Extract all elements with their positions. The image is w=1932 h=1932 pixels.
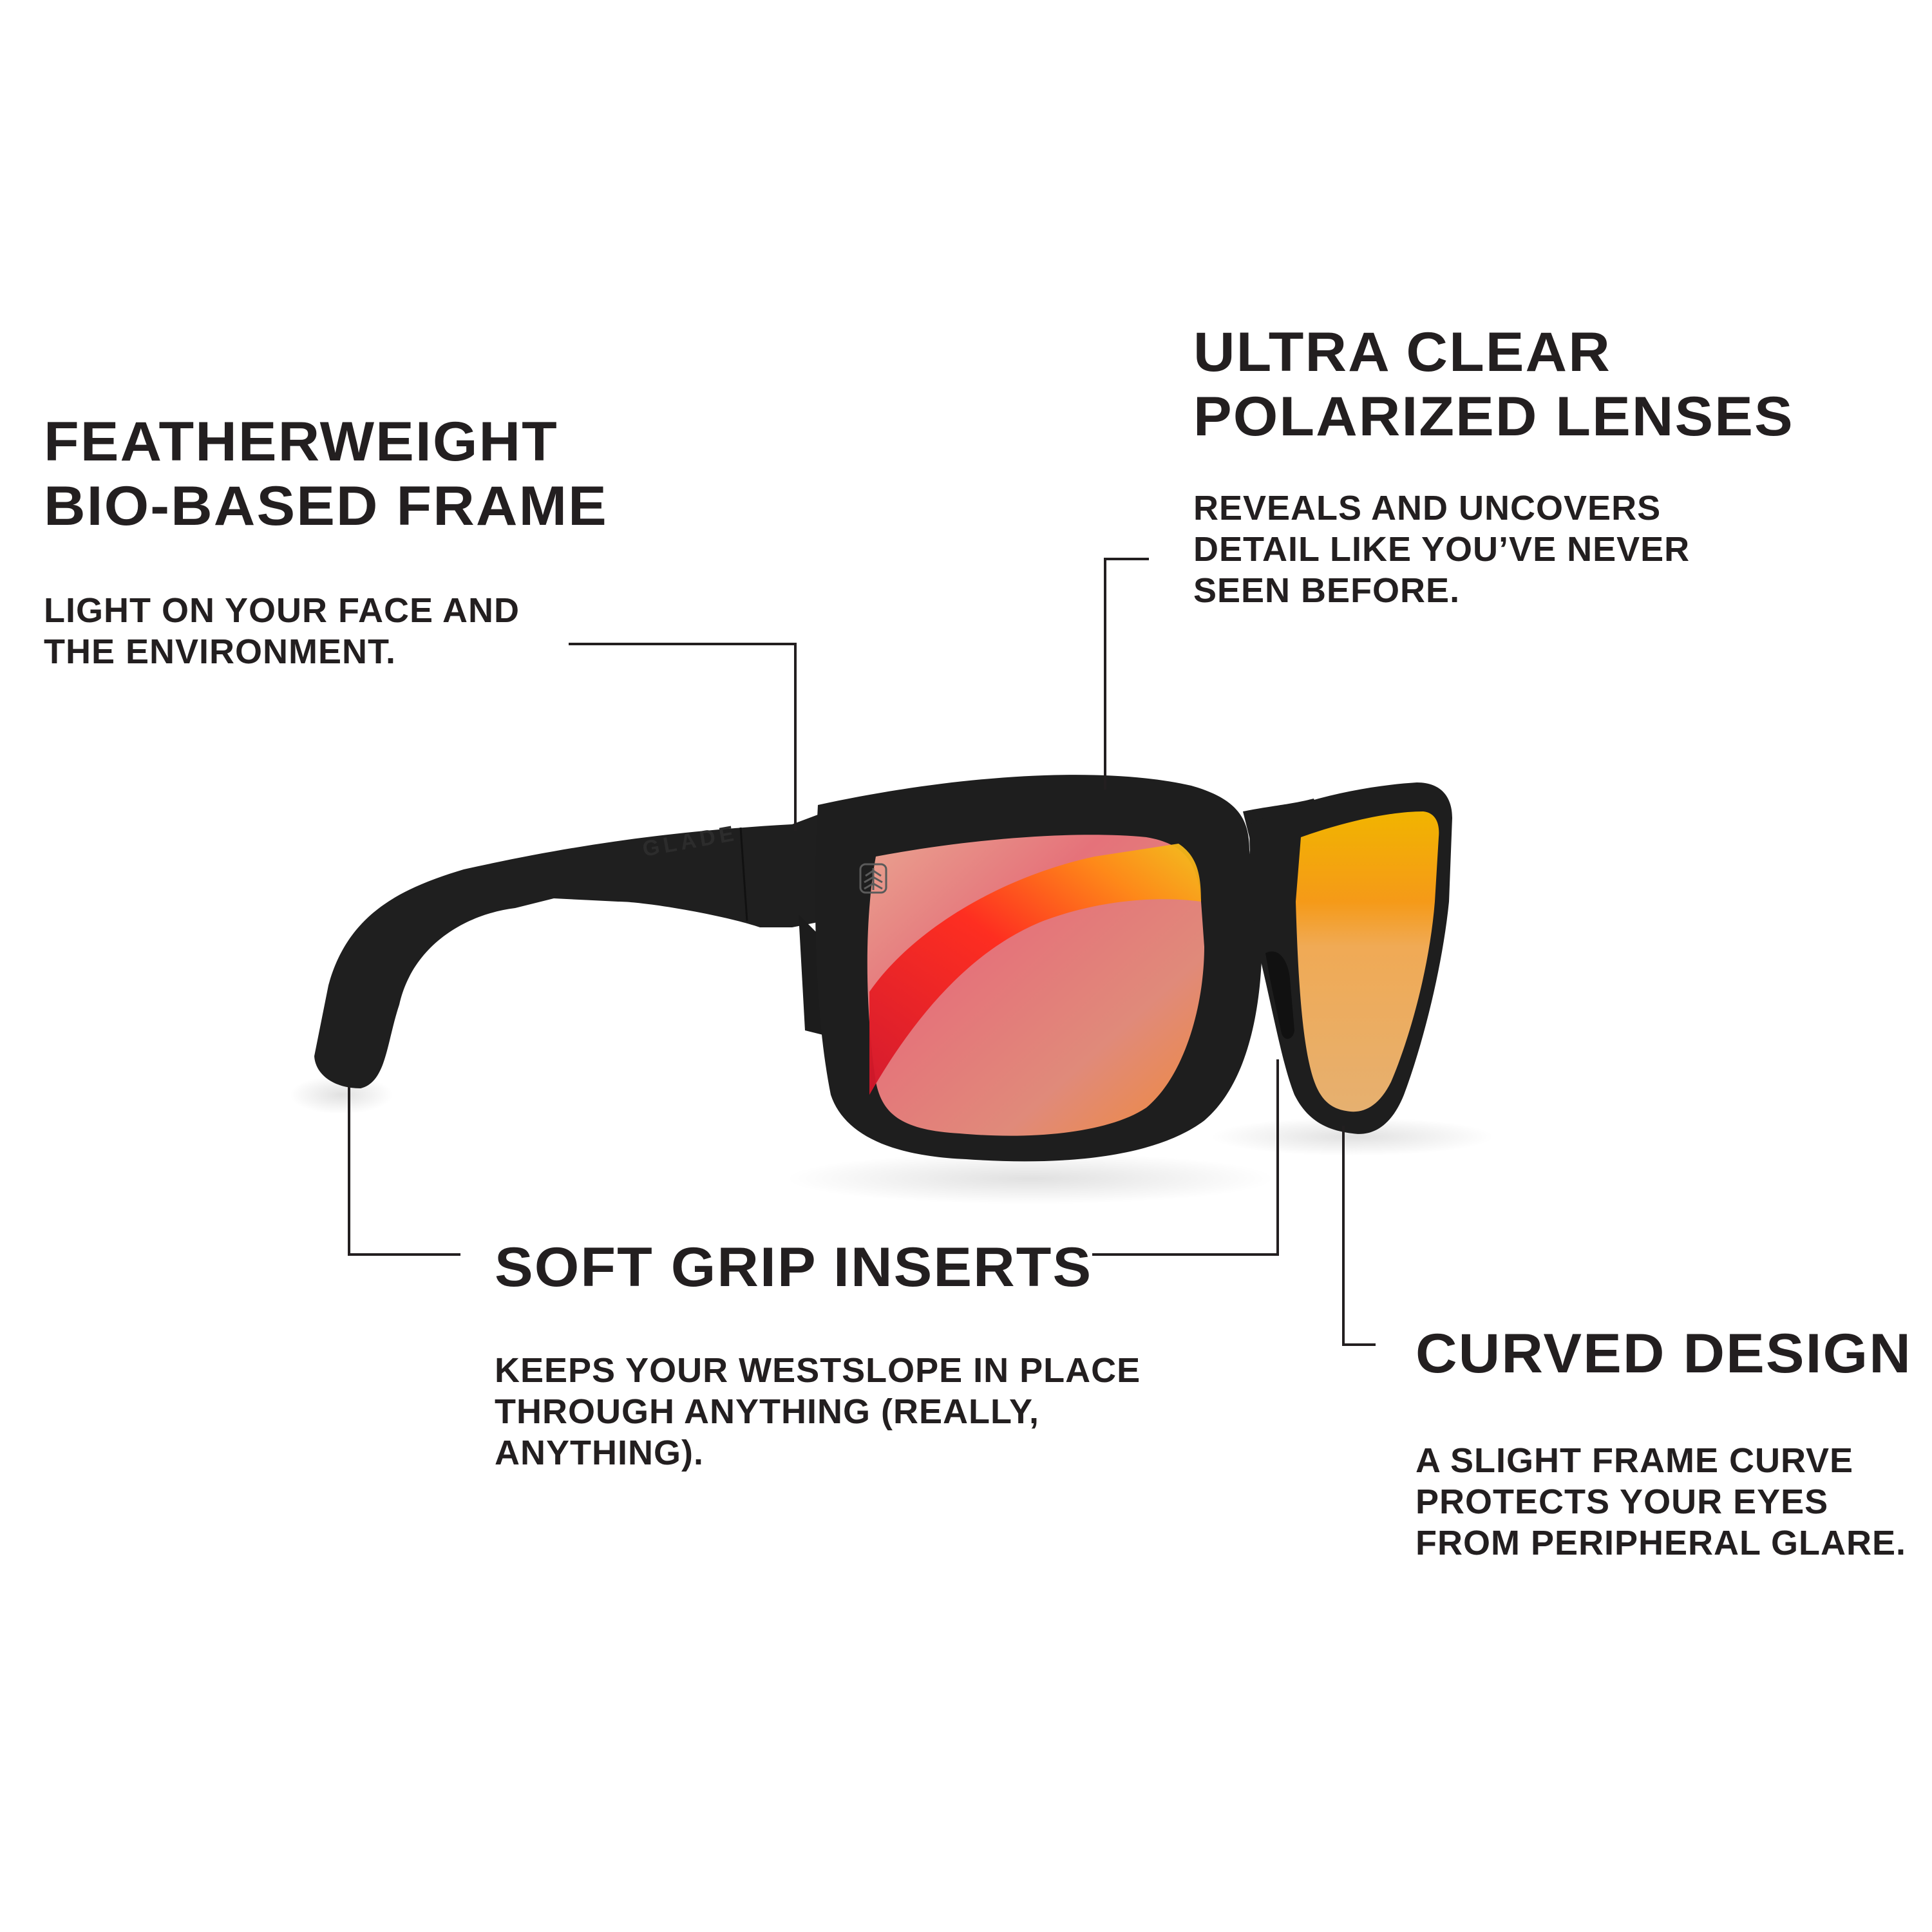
connector-lenses-h: [1104, 558, 1149, 560]
feature-ultra-clear-lenses: ULTRA CLEAR POLARIZED LENSES REVEALS AND…: [1193, 320, 1793, 611]
connector-softgrip-right-h: [1092, 1253, 1279, 1256]
feature-description: LIGHT ON YOUR FACE AND THE ENVIRONMENT.: [44, 591, 520, 671]
feature-description: REVEALS AND UNCOVERS DETAIL LIKE YOU’VE …: [1193, 489, 1690, 610]
connector-softgrip-left-v: [348, 1087, 350, 1256]
feature-description: A SLIGHT FRAME CURVE PROTECTS YOUR EYES …: [1416, 1441, 1907, 1562]
feature-title: CURVED DESIGN: [1416, 1321, 1926, 1386]
feature-title-line: FEATHERWEIGHT: [44, 411, 558, 473]
feature-title: ULTRA CLEAR POLARIZED LENSES: [1193, 320, 1794, 449]
feature-title-line: POLARIZED LENSES: [1193, 386, 1794, 448]
feature-title-line: SOFT GRIP INSERTS: [495, 1236, 1093, 1298]
soft-grip-insert: [1265, 951, 1294, 1039]
left-temple-arm: [314, 805, 857, 1088]
connector-softgrip-right-v: [1276, 1059, 1279, 1256]
feature-curved-design: CURVED DESIGN A SLIGHT FRAME CURVE PROTE…: [1416, 1321, 1911, 1564]
feature-title: SOFT GRIP INSERTS: [495, 1235, 1166, 1300]
connector-lenses-v: [1104, 558, 1106, 790]
connector-curved-v: [1342, 1126, 1345, 1346]
left-lens: [867, 835, 1204, 1136]
feature-title-line: CURVED DESIGN: [1416, 1323, 1912, 1385]
feature-soft-grip-inserts: SOFT GRIP INSERTS KEEPS YOUR WESTSLOPE I…: [495, 1235, 1141, 1473]
feature-title-line: BIO-BASED FRAME: [44, 475, 608, 537]
connector-featherweight-h: [569, 643, 797, 645]
feature-description: KEEPS YOUR WESTSLOPE IN PLACE THROUGH AN…: [495, 1351, 1141, 1472]
right-lens: [1296, 811, 1439, 1112]
feature-title: FEATHERWEIGHT BIO-BASED FRAME: [44, 410, 608, 538]
connector-softgrip-left-h: [348, 1253, 460, 1256]
tree-badge-icon: [859, 863, 887, 894]
feature-title-line: ULTRA CLEAR: [1193, 321, 1611, 383]
feature-featherweight: FEATHERWEIGHT BIO-BASED FRAME LIGHT ON Y…: [44, 410, 607, 672]
connector-curved-h: [1342, 1343, 1376, 1346]
connector-featherweight-v: [794, 643, 797, 831]
